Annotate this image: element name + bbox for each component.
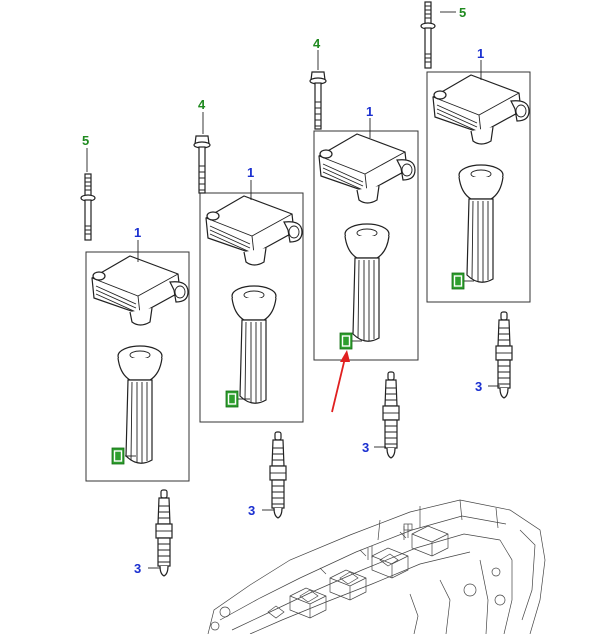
- installed-coil-3: [367, 546, 409, 579]
- coil-group-box-4: [426, 71, 531, 303]
- callout-bolt-2: 4: [313, 36, 321, 51]
- stud-2: [420, 1, 436, 69]
- callout-spark-plug-2: 3: [248, 503, 255, 518]
- ignition-coil-3: [318, 133, 416, 342]
- callout-spark-plug-4: 3: [475, 379, 482, 394]
- callout-coil-2: 1: [247, 165, 254, 180]
- callout-coil-3: 1: [366, 104, 373, 119]
- ignition-coil-2: [205, 195, 303, 404]
- spark-plug-3: [382, 371, 400, 459]
- callout-spark-plug-1: 3: [134, 561, 141, 576]
- spark-plug-2: [269, 431, 287, 519]
- engine-block-illustration: [207, 499, 546, 634]
- spark-plug-1: [155, 489, 173, 577]
- callout-spark-plug-3: 3: [362, 440, 369, 455]
- callout-coil-1: 1: [134, 225, 141, 240]
- leader-lines: [86, 11, 500, 569]
- green-square-badge-icon: [225, 390, 239, 408]
- installed-coil-4: [403, 524, 449, 557]
- installed-coil-2: [329, 569, 367, 601]
- coil-group-box-2: [199, 192, 304, 423]
- callout-stud-1: 5: [82, 133, 89, 148]
- callout-stud-2: 5: [459, 5, 466, 20]
- callout-bolt-1: 4: [198, 97, 206, 112]
- installed-coil-1: [289, 587, 327, 619]
- green-square-badge-icon: [451, 272, 465, 290]
- spark-plug-4: [495, 311, 513, 399]
- coil-group-box-1: [85, 251, 190, 482]
- green-square-badge-icon: [111, 447, 125, 465]
- green-square-badge-icon: [339, 332, 353, 350]
- coil-group-box-3: [313, 130, 419, 361]
- bolt-2: [309, 71, 327, 130]
- ignition-coil-4: [432, 74, 530, 283]
- red-arrow-icon: [331, 350, 350, 413]
- callout-coil-4: 1: [477, 46, 484, 61]
- ignition-coil-1: [91, 255, 189, 464]
- stud-1: [80, 173, 96, 241]
- bolt-1: [193, 135, 211, 194]
